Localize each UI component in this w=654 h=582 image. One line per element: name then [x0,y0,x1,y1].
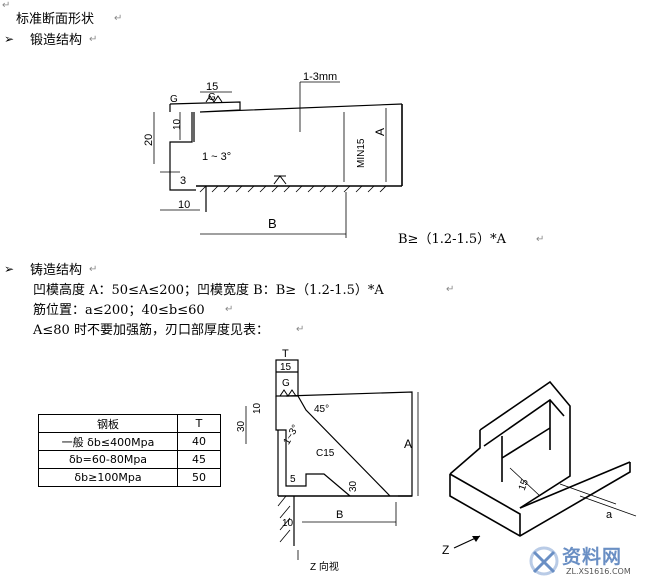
dim-20: 20 [143,134,155,146]
paragraph-mark: ↵ [446,284,455,295]
dim-b: B [268,216,277,231]
paragraph-mark: ↵ [225,304,234,315]
table-row: 一般 δb≤400Mpa 40 [38,432,221,451]
table-header-row: 钢板 T [38,414,221,433]
table-cell-t: 50 [177,468,221,487]
cast-dimension-line-1: 凹模高度 A：50≤A≤200；凹模宽度 B：B≥（1.2-1.5）*A [33,283,384,298]
dim-1-3deg: 1~3° [282,423,302,447]
edge-thickness-table: 钢板 T 一般 δb≤400Mpa 40 δb=60-80Mpa 45 δb≥1… [38,414,221,487]
dim-g: G [282,378,290,389]
watermark-url: ZL.XS1616.COM [566,567,631,576]
paragraph-mark: ↵ [296,324,305,335]
forged-section-drawing: 15 G G 1-3mm 20 10 1 ~ 3° 3 10 B A MIN15 [143,72,403,238]
bullet-arrow-icon: ➢ [4,32,15,46]
dim-15: 15 [206,81,218,93]
heading-cast-structure: 铸造结构 [30,263,83,278]
table-row: δb≥100Mpa 50 [38,468,221,487]
table-row: δb=60-80Mpa 45 [38,450,221,469]
table-cell-material: 一般 δb≤400Mpa [38,432,178,451]
view-z-label: Z 向视 [310,560,339,573]
paragraph-mark: ↵ [114,13,123,24]
dim-g-left: G [170,94,178,105]
dim-c15: C15 [316,448,335,459]
cast-section-drawing: T 15 G 45° 30 10 1~3° C15 A 5 30 10 B Z … [236,348,419,573]
paragraph-mark: ↵ [536,234,545,245]
bullet-arrow-icon: ➢ [4,262,15,276]
dim-15: 15 [517,478,531,493]
dim-30-left: 30 [236,420,247,432]
table-cell-material: δb=60-80Mpa [38,450,178,469]
view-z-arrow-label: Z [442,543,449,556]
dim-30-bottom: 30 [348,480,359,492]
dim-1-3deg: 1 ~ 3° [202,151,231,163]
dim-10-bottom: 10 [282,518,294,529]
forged-formula: B≥（1.2-1.5）*A [398,232,507,247]
dim-a: A [404,437,412,451]
dim-45deg: 45° [314,404,329,415]
dim-1-3mm: 1-3mm [303,72,337,83]
watermark-emblem-icon [529,546,559,576]
dim-15: 15 [280,362,292,373]
paragraph-mark: ↵ [89,34,98,45]
dim-b: B [336,509,343,521]
dim-a: a [606,509,613,521]
heading-forged-structure: 锻造结构 [30,33,83,48]
dim-10-top: 10 [172,118,183,130]
cast-isometric-drawing: 15 a Z [442,380,637,556]
dim-5: 5 [290,474,296,485]
table-cell-material: δb≥100Mpa [38,468,178,487]
dim-min15: MIN15 [356,138,367,168]
table-header-t: T [177,414,221,433]
dim-t: T [282,348,289,360]
dim-a: A [373,128,387,136]
table-cell-t: 40 [177,432,221,451]
dim-g-top: G [208,92,216,103]
cast-dimension-line-3: A≤80 时不要加强筋，刃口部厚度见表： [33,323,269,338]
dim-10-bottom: 10 [178,199,190,211]
watermark-logo: 资料网 ZL.XS1616.COM [526,540,654,582]
table-header-material: 钢板 [38,414,178,433]
heading-standard-section: 标准断面形状 [16,12,95,27]
paragraph-mark: ↵ [2,0,11,11]
paragraph-mark: ↵ [89,264,98,275]
table-cell-t: 45 [177,450,221,469]
watermark-title: 资料网 [562,546,623,568]
dim-10-left: 10 [252,402,263,414]
cast-dimension-line-2: 筋位置：a≤200；40≤b≤60 [33,303,205,318]
dim-3: 3 [180,175,186,187]
